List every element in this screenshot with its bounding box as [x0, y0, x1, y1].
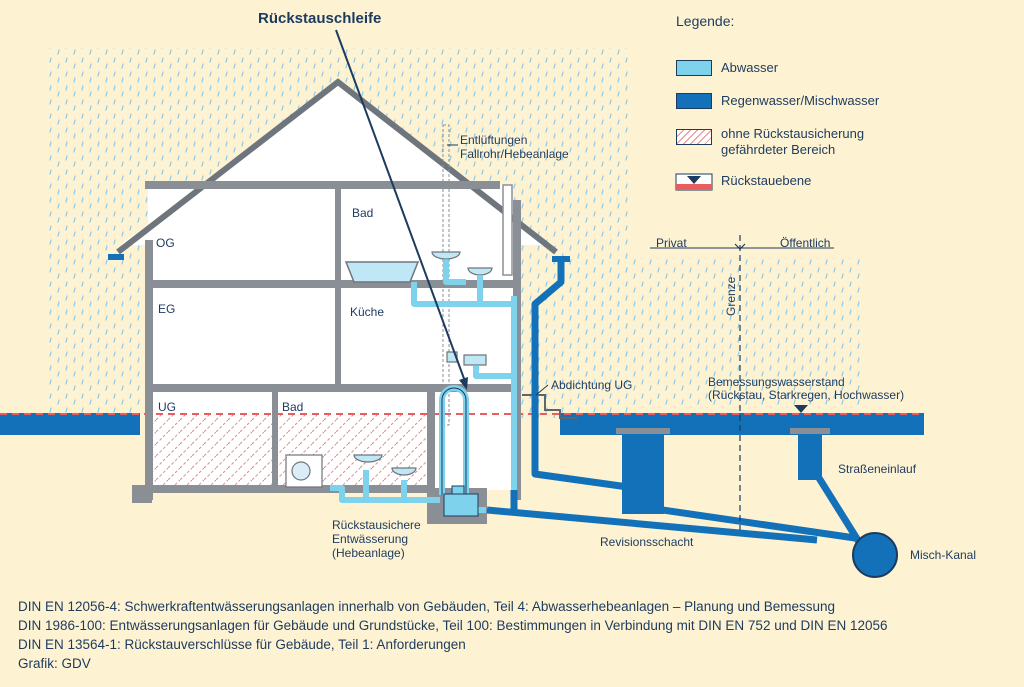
revisionsschacht-label: Revisionsschacht: [600, 535, 694, 549]
abdichtung-leader: [535, 384, 549, 396]
legend-swatch-rueckstauebene-triangle: [687, 176, 701, 184]
floor-label-og: OG: [156, 236, 175, 250]
strasseneinlauf-label: Straßeneinlauf: [838, 462, 917, 476]
lifting-station-top: [451, 485, 465, 495]
washing-machine-drum: [291, 461, 311, 481]
footer-line: DIN EN 12056-4: Schwerkraftentwässerungs…: [18, 599, 836, 614]
oeffentlich-label: Öffentlich: [780, 236, 831, 250]
lifting-station: [443, 493, 479, 517]
legend-swatch-gefaehrdet: [676, 129, 712, 145]
grenze-label: Grenze: [724, 276, 738, 316]
bemessung-label-1: Bemessungswasserstand: [708, 375, 845, 389]
water-level-band-left: [0, 413, 140, 435]
vent-pipe-main: [502, 184, 513, 276]
bathtub: [344, 261, 420, 283]
sink-top-2: [467, 267, 493, 276]
legend-swatch-regenwasser: [676, 93, 712, 109]
revision-shaft: [622, 432, 664, 514]
legend-label-gefaehrdet-1: ohne Rückstausicherung: [721, 126, 865, 141]
hebeanlage-label-2: Entwässerung: [332, 532, 409, 546]
title-arrow-head: [459, 377, 468, 390]
legend-label-abwasser: Abwasser: [721, 60, 779, 75]
room-label-bad-top: Bad: [352, 206, 374, 220]
footer-line: DIN 1986-100: Entwässerungsanlagen für G…: [18, 618, 888, 633]
design-water-level-marker: [794, 405, 808, 413]
street-inlet: [798, 432, 822, 480]
wastewater-pipe-outline: [441, 387, 467, 510]
abdichtung-label: Abdichtung UG: [551, 378, 633, 392]
foundation-step: [522, 394, 578, 419]
gutter-left: [108, 254, 124, 260]
room-label-bad-ug: Bad: [282, 400, 304, 414]
hebeanlage-label-3: (Hebeanlage): [332, 546, 405, 560]
title-arrow: [335, 29, 467, 385]
legend-swatch-rueckstauebene-bar: [676, 184, 712, 190]
footer-references: DIN EN 12056-4: Schwerkraftentwässerungs…: [18, 597, 888, 673]
floor-label-eg: EG: [158, 302, 176, 316]
sink-top-1: [431, 251, 461, 260]
kitchen-sink: [463, 354, 487, 366]
room-label-kueche: Küche: [350, 305, 385, 319]
footer-credit: Grafik: GDV: [18, 656, 91, 671]
vent-label-1: Entlüftungen: [460, 133, 528, 147]
rain-area-right: [560, 258, 860, 408]
sink-ug-2: [391, 467, 417, 476]
revision-shaft-cover: [616, 428, 670, 434]
privat-label: Privat: [656, 236, 687, 250]
diagram-title: Rückstauschleife: [258, 10, 382, 27]
legend-label-regenwasser: Regenwasser/Mischwasser: [721, 93, 880, 108]
sink-ug-1: [353, 454, 383, 463]
hebeanlage-label-1: Rückstausichere: [332, 518, 421, 532]
legend-label-rueckstauebene: Rückstauebene: [721, 173, 812, 188]
vent-label-2: Fallrohr/Hebeanlage: [460, 147, 569, 161]
street-inlet-grate: [790, 428, 830, 434]
floor-label-ug: UG: [158, 400, 176, 414]
legend-heading: Legende:: [676, 13, 735, 29]
gutter-right: [552, 256, 570, 262]
mischkanal-label: Misch-Kanal: [910, 548, 977, 562]
water-level-band-right: [560, 413, 924, 435]
legend-swatch-abwasser: [676, 60, 712, 76]
bemessung-label-2: (Rückstau, Starkregen, Hochwasser): [708, 388, 905, 402]
legend-label-gefaehrdet-2: gefährdeter Bereich: [721, 142, 836, 157]
footer-line: DIN EN 13564-1: Rückstauverschlüsse für …: [18, 637, 466, 652]
roof: [116, 78, 558, 255]
boundary-marker: [734, 243, 746, 250]
mixed-sewer-pipe: [852, 532, 898, 578]
